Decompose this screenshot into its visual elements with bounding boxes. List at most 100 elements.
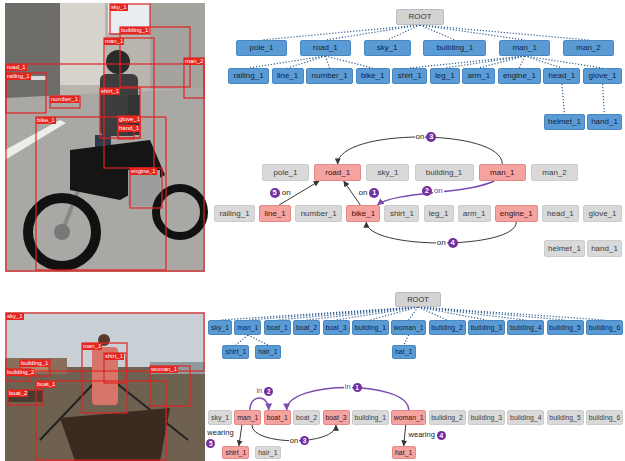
edge-label: on bbox=[358, 189, 369, 198]
graph-node: man_1 bbox=[234, 410, 261, 425]
tree-link bbox=[418, 307, 526, 320]
bounding-box bbox=[104, 38, 154, 168]
callout-number: 4 bbox=[437, 431, 446, 440]
bounding-box bbox=[36, 117, 166, 270]
tree-node: building_3 bbox=[468, 320, 505, 335]
node-label: hat_1 bbox=[395, 346, 412, 358]
node-label: railing_1 bbox=[219, 206, 249, 221]
box-tag: boat_1 bbox=[36, 381, 56, 388]
tree-link bbox=[248, 335, 268, 345]
graph-node: boat_1 bbox=[264, 410, 291, 425]
tree-node: leg_1 bbox=[430, 68, 460, 84]
building-facade bbox=[60, 3, 105, 85]
callout-number: 2 bbox=[422, 186, 432, 196]
node-label: building_1 bbox=[437, 41, 473, 55]
node-label: leg_1 bbox=[429, 206, 449, 221]
graph-node: building_6 bbox=[586, 410, 623, 425]
node-label: bike_1 bbox=[361, 69, 385, 83]
tree-node: hat_1 bbox=[392, 345, 416, 359]
node-label: boat_1 bbox=[267, 321, 288, 334]
edge-label: wearing bbox=[408, 431, 436, 439]
tree-link bbox=[479, 56, 525, 68]
node-label: engine_1 bbox=[503, 69, 536, 83]
relation-arrow bbox=[279, 181, 319, 205]
node-label: leg_1 bbox=[435, 69, 455, 83]
tree-link bbox=[325, 25, 420, 40]
graph-node: boat_2 bbox=[293, 410, 320, 425]
callout-number: 1 bbox=[369, 188, 379, 198]
graph-node: woman_1 bbox=[391, 410, 426, 425]
bounding-box bbox=[6, 64, 204, 271]
node-label: building_6 bbox=[589, 321, 621, 334]
box-tag: sky_1 bbox=[6, 313, 24, 320]
tree-link bbox=[370, 307, 418, 320]
node-label: number_1 bbox=[312, 69, 348, 83]
tree-node: line_1 bbox=[272, 68, 304, 84]
tree-node: boat_2 bbox=[293, 320, 320, 335]
box-tag: road_1 bbox=[6, 64, 27, 71]
tree-link bbox=[418, 307, 605, 320]
graph-node: road_1 bbox=[314, 164, 361, 181]
node-label: man_2 bbox=[576, 41, 600, 55]
node-label: shirt_1 bbox=[390, 206, 414, 221]
rear-wheel bbox=[156, 188, 204, 236]
sky-patch bbox=[108, 3, 150, 33]
edge-label: in bbox=[344, 383, 352, 391]
node-label: sky_1 bbox=[211, 321, 229, 334]
street-photo bbox=[5, 3, 205, 272]
node-label: building_2 bbox=[431, 411, 463, 424]
node-label: hand_1 bbox=[591, 241, 618, 256]
bounding-box bbox=[104, 353, 126, 383]
tree-link bbox=[525, 56, 562, 68]
relation-arrow bbox=[250, 398, 269, 410]
tree-link bbox=[387, 25, 420, 40]
graph-node: number_1 bbox=[295, 205, 342, 222]
tree-node: sky_1 bbox=[208, 320, 232, 335]
bounding-box bbox=[150, 366, 190, 406]
shore-buildings bbox=[150, 362, 205, 374]
node-label: hat_1 bbox=[395, 447, 412, 458]
node-label: boat_3 bbox=[325, 411, 346, 424]
tree-node: road_1 bbox=[300, 40, 351, 56]
tree-node: man_1 bbox=[234, 320, 261, 335]
graph-node: building_5 bbox=[547, 410, 584, 425]
box-tag: glove_1 bbox=[118, 116, 141, 123]
box-tag: shirt_1 bbox=[100, 88, 120, 95]
node-label: hair_1 bbox=[258, 447, 277, 458]
node-label: hair_1 bbox=[258, 346, 277, 358]
bounding-box bbox=[6, 313, 204, 371]
root-node: ROOT bbox=[395, 292, 441, 307]
bounding-box bbox=[36, 381, 166, 460]
tree-node: building_1 bbox=[423, 40, 486, 56]
node-label: building_2 bbox=[431, 321, 463, 334]
node-label: ROOT bbox=[407, 293, 429, 306]
node-label: building_1 bbox=[355, 411, 387, 424]
graph-node: shirt_1 bbox=[384, 205, 419, 222]
graph-node: leg_1 bbox=[424, 205, 454, 222]
graph-node: boat_3 bbox=[323, 410, 350, 425]
callout-number: 3 bbox=[426, 132, 436, 142]
relation-arrow bbox=[239, 425, 242, 446]
tree-link bbox=[220, 307, 418, 320]
node-label: building_3 bbox=[471, 321, 503, 334]
node-label: pole_1 bbox=[249, 41, 273, 55]
node-label: building_5 bbox=[549, 321, 581, 334]
graph-node: engine_1 bbox=[495, 205, 538, 222]
graph-node: shirt_1 bbox=[222, 446, 249, 459]
node-label: building_6 bbox=[589, 411, 621, 424]
graph-node: building_1 bbox=[415, 164, 474, 181]
node-label: building_4 bbox=[510, 411, 542, 424]
graph-node: helmet_1 bbox=[544, 240, 585, 257]
box-tag: engine_1 bbox=[130, 168, 157, 175]
tree-node: woman_1 bbox=[391, 320, 426, 335]
helmet bbox=[106, 50, 130, 74]
tree-link bbox=[307, 307, 418, 320]
tree-node: hair_1 bbox=[255, 345, 281, 359]
water bbox=[5, 312, 205, 461]
wheel-hub bbox=[54, 224, 70, 240]
tree-node: hand_1 bbox=[587, 114, 622, 130]
box-tag: hand_1 bbox=[118, 125, 140, 132]
tree-link bbox=[325, 56, 372, 68]
node-label: man_1 bbox=[490, 165, 514, 180]
callout-number: 5 bbox=[206, 439, 215, 448]
